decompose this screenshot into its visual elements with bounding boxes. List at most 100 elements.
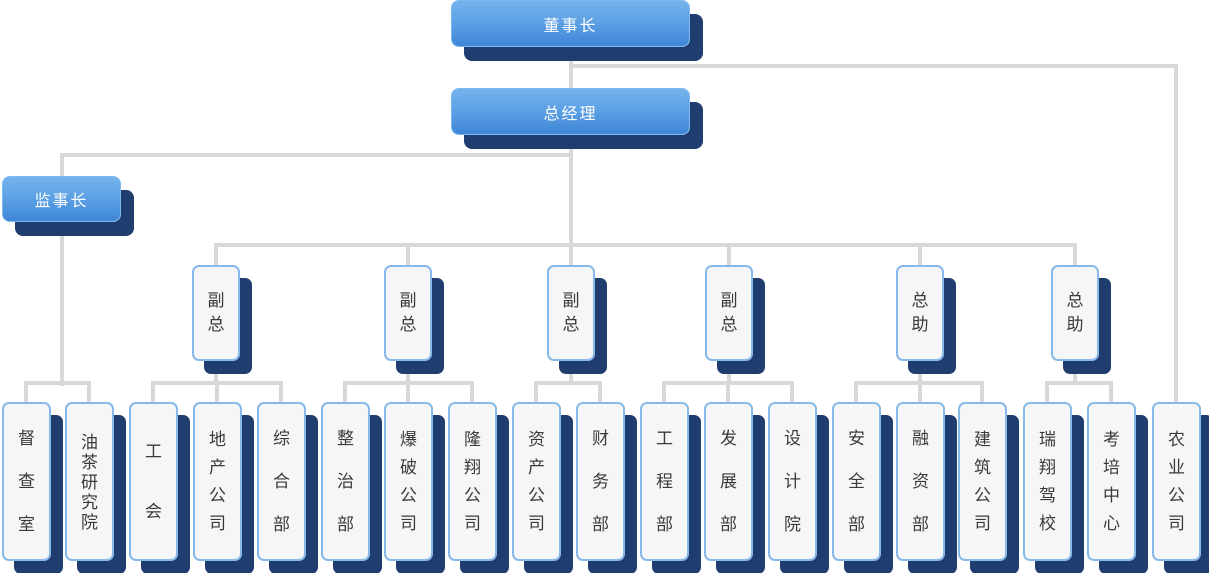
connector-line bbox=[60, 153, 571, 157]
connector-line bbox=[279, 381, 283, 404]
connector-line bbox=[727, 243, 731, 269]
label-char: 总 bbox=[911, 291, 929, 310]
connector-line bbox=[24, 381, 28, 404]
connector-line bbox=[87, 381, 91, 404]
label-char: 查 bbox=[18, 471, 35, 491]
connector-line bbox=[214, 243, 1077, 247]
org-node-vice-gm-3: 副总 bbox=[547, 265, 595, 361]
org-node-design-institute: 设计院 bbox=[768, 402, 817, 561]
label-char: 总 bbox=[562, 315, 580, 334]
org-node-label: 综合部 bbox=[273, 429, 290, 535]
org-node-label: 董事长 bbox=[543, 17, 598, 35]
connector-line bbox=[151, 381, 155, 404]
connector-line bbox=[1045, 381, 1049, 404]
org-node-ruixiang-driving-school: 瑞翔驾校 bbox=[1023, 402, 1072, 561]
org-node-label: 副总 bbox=[400, 291, 417, 335]
org-node-vice-gm-2: 副总 bbox=[384, 265, 432, 361]
org-node-label: 副总 bbox=[563, 291, 580, 335]
connector-line bbox=[918, 243, 922, 269]
label-char: 产 bbox=[209, 457, 226, 477]
org-node-construction-company: 建筑公司 bbox=[958, 402, 1007, 561]
connector-line bbox=[534, 381, 602, 385]
label-char: 公 bbox=[400, 485, 417, 505]
org-node-label: 隆翔公司 bbox=[464, 430, 481, 534]
label-char: 瑞 bbox=[1039, 429, 1056, 449]
connector-line bbox=[569, 47, 573, 247]
label-char: 油 bbox=[81, 432, 98, 452]
org-node-agriculture-company: 农业公司 bbox=[1152, 402, 1201, 561]
label-char: 心 bbox=[1103, 513, 1120, 533]
label-char: 公 bbox=[974, 485, 991, 505]
org-node-safety-dept: 安全部 bbox=[832, 402, 881, 561]
label-char: 部 bbox=[592, 514, 609, 534]
org-node-label: 总经理 bbox=[543, 105, 598, 123]
label-char: 校 bbox=[1039, 513, 1056, 533]
label-char: 融 bbox=[912, 428, 929, 448]
label-char: 资 bbox=[528, 429, 545, 449]
connector-line bbox=[1109, 381, 1113, 404]
label-char: 发 bbox=[720, 428, 737, 448]
org-node-label: 爆破公司 bbox=[400, 430, 417, 534]
connector-line bbox=[343, 381, 347, 404]
org-node-label: 工程部 bbox=[656, 429, 673, 535]
connector-line bbox=[790, 381, 794, 404]
org-node-asset-company: 资产公司 bbox=[512, 402, 561, 561]
org-node-label: 融资部 bbox=[912, 429, 929, 535]
label-char: 总 bbox=[1066, 291, 1084, 310]
label-char: 翔 bbox=[1039, 457, 1056, 477]
org-node-general-affairs-dept: 综合部 bbox=[257, 402, 306, 561]
connector-line bbox=[662, 381, 666, 404]
org-node-vice-gm-4: 副总 bbox=[705, 265, 753, 361]
connector-line bbox=[1073, 355, 1077, 385]
org-node-chairman: 董事长 bbox=[451, 0, 690, 47]
org-node-label: 资产公司 bbox=[528, 430, 545, 534]
label-char: 总 bbox=[207, 315, 225, 334]
org-node-engineering-dept: 工程部 bbox=[640, 402, 689, 561]
org-node-label: 副总 bbox=[208, 291, 225, 335]
label-char: 公 bbox=[528, 485, 545, 505]
label-char: 公 bbox=[1168, 485, 1185, 505]
label-char: 安 bbox=[848, 428, 865, 448]
org-node-label: 副总 bbox=[721, 291, 738, 335]
org-node-gm-assistant-1: 总助 bbox=[896, 265, 944, 361]
org-node-testing-training-center: 考培中心 bbox=[1087, 402, 1136, 561]
label-char: 公 bbox=[464, 485, 481, 505]
connector-line bbox=[569, 243, 573, 269]
org-node-vice-gm-1: 副总 bbox=[192, 265, 240, 361]
connector-line bbox=[980, 381, 984, 404]
label-char: 院 bbox=[784, 514, 801, 534]
connector-line bbox=[470, 381, 474, 404]
label-char: 部 bbox=[848, 514, 865, 534]
label-char: 部 bbox=[656, 514, 673, 534]
label-char: 副 bbox=[207, 291, 225, 310]
label-char: 督 bbox=[18, 428, 35, 448]
org-node-longxiang-company: 隆翔公司 bbox=[448, 402, 497, 561]
label-char: 院 bbox=[81, 512, 98, 532]
org-node-label: 地产公司 bbox=[209, 430, 226, 534]
connector-line bbox=[726, 381, 730, 404]
label-char: 设 bbox=[784, 428, 801, 448]
org-node-label: 农业公司 bbox=[1168, 430, 1185, 534]
org-node-gm-assistant-2: 总助 bbox=[1051, 265, 1099, 361]
label-char: 破 bbox=[400, 457, 417, 477]
label-char: 务 bbox=[592, 471, 609, 491]
label-char: 副 bbox=[399, 291, 417, 310]
label-char: 司 bbox=[528, 513, 545, 533]
org-node-label: 财务部 bbox=[592, 429, 609, 535]
connector-line bbox=[918, 355, 922, 385]
connector-line bbox=[215, 381, 219, 404]
label-char: 筑 bbox=[974, 457, 991, 477]
connector-line bbox=[406, 243, 410, 269]
label-char: 综 bbox=[273, 428, 290, 448]
label-char: 隆 bbox=[464, 429, 481, 449]
label-char: 地 bbox=[209, 429, 226, 449]
org-node-renovation-dept: 整治部 bbox=[321, 402, 370, 561]
label-char: 全 bbox=[848, 471, 865, 491]
org-node-label: 总助 bbox=[912, 291, 929, 335]
org-node-label: 整治部 bbox=[337, 429, 354, 535]
label-char: 驾 bbox=[1039, 485, 1056, 505]
label-char: 业 bbox=[1168, 457, 1185, 477]
label-char: 程 bbox=[656, 471, 673, 491]
label-char: 整 bbox=[337, 428, 354, 448]
connector-line bbox=[60, 153, 64, 386]
